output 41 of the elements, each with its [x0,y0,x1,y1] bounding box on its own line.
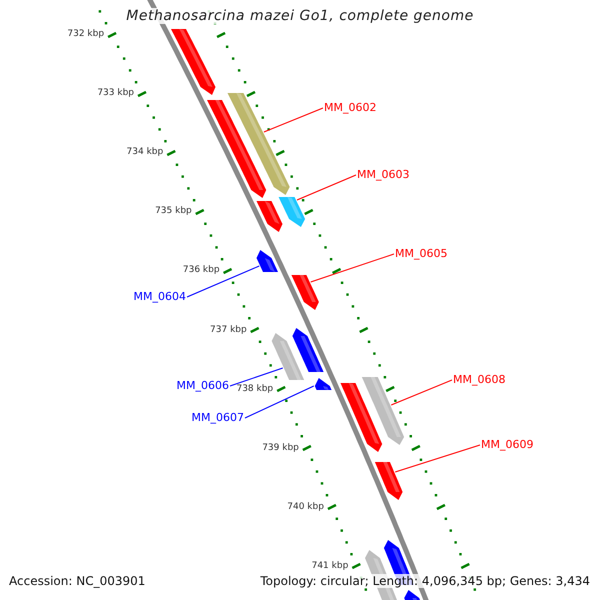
gene-feature [340,383,382,452]
gene-label: MM_0602 [324,101,376,114]
gene-label: MM_0608 [453,373,506,386]
scale-label: 736 kbp [182,265,220,276]
gene-label: MM_0607 [192,411,244,424]
scale-label: 738 kbp [236,384,274,394]
gene-label: MM_0609 [481,438,534,451]
footer-text: Accession: NC_003901 [9,574,146,588]
leader-line [230,368,284,386]
leader-line [394,444,480,472]
scale-label: 732 kbp [67,29,104,39]
gene-feature [272,333,304,380]
gene-feature [291,275,319,310]
scale-label: 737 kbp [210,324,247,334]
leader-line [390,380,452,406]
scale-label: 735 kbp [155,206,192,216]
scale-label: 734 kbp [126,147,164,158]
gene-label: MM_0604 [134,290,186,303]
leader-line [263,108,324,132]
scale-label: 740 kbp [287,502,324,512]
leader-line [186,266,260,298]
gene-feature [374,462,403,500]
footer-text: Topology: circular; Length: 4,096,345 bp; Genes: 3,434 [260,574,590,588]
gene-feature [171,29,216,95]
gene-feature [228,93,290,195]
gene-label: MM_0603 [357,168,410,181]
gene-label: MM_0606 [176,379,229,392]
gene-feature [256,250,278,272]
gene-feature [314,378,332,390]
gene-feature [362,377,404,445]
scale-label: 739 kbp [262,442,299,453]
gene-feature [207,100,266,198]
leader-line [296,174,356,200]
gene-feature [256,201,282,232]
gene-feature [278,197,306,227]
leader-line [244,386,314,418]
leader-line [310,254,394,282]
scale-label: 741 kbp [312,560,348,571]
gene-feature [292,328,324,372]
gene-label: MM_0605 [395,247,448,260]
scale-label: 733 kbp [97,88,134,98]
